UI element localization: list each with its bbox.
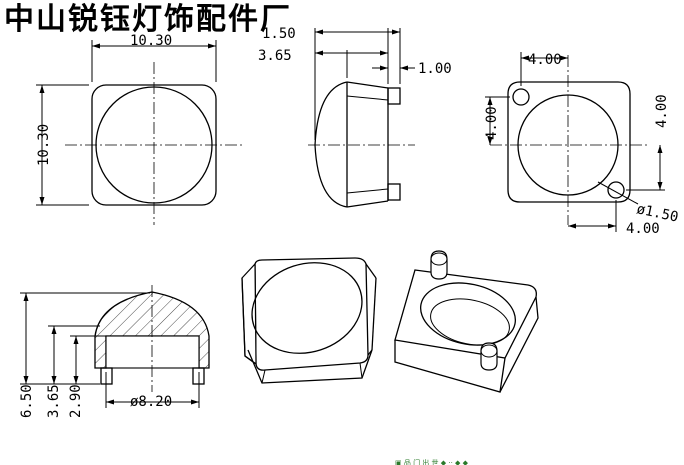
bottom-top-dim: 4.00 xyxy=(528,52,562,68)
side-tab-dim: 1.00 xyxy=(418,61,452,77)
bottom-right-dim: 4.00 xyxy=(654,94,670,128)
taskbar-fragment: ▣ 品 门 出 世 ◆ ·· ◆ ◆ xyxy=(395,459,469,465)
bottom-left-dim: 4.00 xyxy=(484,106,500,140)
top-height-dim: 10.30 xyxy=(36,124,52,166)
iso-holder xyxy=(394,250,539,393)
section-mid-dim: 3.65 xyxy=(46,384,62,418)
side-view: 1.50 3.65 1.00 xyxy=(258,26,452,208)
section-base-dim: 2.90 xyxy=(68,384,84,418)
bottom-view: 4.00 4.00 4.00 4.00 ø1.50 xyxy=(484,52,680,237)
bottom-below-dim: 4.00 xyxy=(626,221,660,237)
side-dome-dim: 3.65 xyxy=(258,48,292,64)
top-width-dim: 10.30 xyxy=(130,33,172,49)
factory-title: 中山锐钰灯饰配件厂 xyxy=(4,2,292,37)
section-dia-dim: ø8.20 xyxy=(130,394,172,410)
side-base-dim: 1.50 xyxy=(262,26,296,42)
section-view: 6.50 3.65 2.90 ø8.20 xyxy=(19,285,210,418)
iso-lens xyxy=(241,257,377,384)
top-view: 10.30 10.30 xyxy=(36,33,245,225)
section-total-dim: 6.50 xyxy=(19,384,35,418)
